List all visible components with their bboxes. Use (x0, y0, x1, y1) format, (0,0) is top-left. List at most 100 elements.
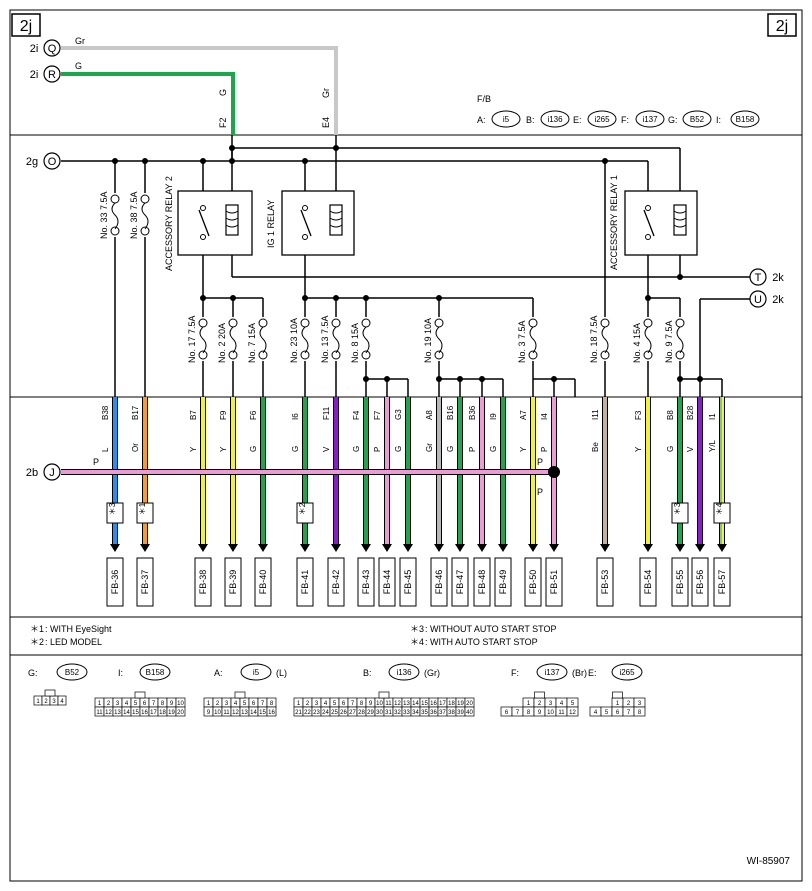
terminal-label: FB-49 (498, 570, 508, 595)
wire-pin-label: F9 (219, 410, 228, 420)
svg-text:: LED MODEL: : LED MODEL (45, 637, 102, 647)
wire-pin-label: F6 (249, 410, 258, 420)
svg-text:(L): (L) (276, 668, 287, 678)
svg-text:8: 8 (638, 710, 642, 716)
fuse-label: No. 17 7.5A (187, 315, 197, 363)
svg-text:1: 1 (36, 699, 40, 705)
fuse: No. 33 7.5A (99, 191, 120, 239)
terminal-label: FB-45 (403, 570, 413, 595)
wire-color-label: G (394, 446, 403, 452)
input-wire-q: Q 2i Gr Gr E4 (30, 36, 338, 135)
fuse-label: No. 9 7.5A (664, 320, 674, 363)
svg-text:9: 9 (369, 701, 373, 707)
svg-text:2j: 2j (20, 18, 32, 35)
svg-text:B158: B158 (736, 115, 755, 124)
svg-text:8: 8 (161, 701, 165, 707)
svg-text:28: 28 (358, 710, 365, 716)
svg-text:11: 11 (558, 710, 565, 716)
svg-text:1: 1 (98, 701, 102, 707)
svg-text:＊4: ＊4 (410, 637, 424, 647)
fuse-label: No. 13 7.5A (320, 315, 330, 363)
svg-text:8: 8 (360, 701, 364, 707)
svg-text:＊1: ＊1 (30, 624, 44, 634)
svg-text:16: 16 (430, 701, 437, 707)
svg-text:26: 26 (340, 710, 347, 716)
wire-color-label: Or (131, 443, 140, 452)
svg-text:4: 4 (560, 701, 564, 707)
terminal-label: FB-39 (228, 570, 238, 595)
svg-text:19: 19 (168, 710, 175, 716)
fuse-label: No. 7 15A (247, 323, 257, 363)
page-tag-left: 2j (11, 13, 41, 37)
output-node-u: U 2k (749, 290, 784, 308)
svg-text:12: 12 (105, 710, 112, 716)
svg-text:18: 18 (448, 701, 455, 707)
svg-text:37: 37 (439, 710, 446, 716)
fuse-label: No. 3 7.5A (517, 320, 527, 363)
figure-code: WI-85907 (747, 856, 791, 867)
svg-text:3: 3 (315, 701, 319, 707)
svg-text:4: 4 (125, 701, 129, 707)
wire-color-label: Y (219, 446, 228, 452)
input-wire-r: R 2i G G F2 (30, 61, 235, 135)
svg-text:i5: i5 (253, 668, 260, 677)
svg-text:R: R (48, 69, 56, 81)
svg-text:10: 10 (214, 710, 221, 716)
svg-text:3: 3 (549, 701, 553, 707)
legend-item: A:i5 (477, 110, 521, 128)
page-tag-right: 2j (767, 13, 797, 37)
wire-color-label: Gr (425, 443, 434, 452)
svg-text:5: 5 (134, 701, 138, 707)
svg-text:10: 10 (376, 701, 383, 707)
terminal-label: FB-55 (675, 570, 685, 595)
svg-text:29: 29 (367, 710, 374, 716)
svg-text:Gr: Gr (75, 36, 85, 46)
svg-text:16: 16 (141, 710, 148, 716)
wire-pin-label: I11 (591, 409, 600, 420)
svg-text:E:: E: (588, 668, 597, 678)
svg-text:E:: E: (573, 115, 582, 125)
wire-note-mark: ＊3 (673, 502, 682, 515)
svg-text:＊3: ＊3 (410, 624, 424, 634)
svg-text:21: 21 (295, 710, 302, 716)
wire-color-label: V (322, 446, 331, 452)
svg-text:2: 2 (306, 701, 310, 707)
svg-text:i265: i265 (594, 115, 610, 124)
svg-text:O: O (48, 156, 57, 168)
terminal-label: FB-46 (434, 570, 444, 595)
output-wire: G3G FB-45 (394, 397, 417, 607)
svg-text:40: 40 (466, 710, 473, 716)
svg-text:6: 6 (143, 701, 147, 707)
svg-text:B158: B158 (146, 668, 165, 677)
wire-pin-label: G3 (394, 409, 403, 420)
svg-text:ACCESSORY RELAY 2: ACCESSORY RELAY 2 (164, 176, 174, 271)
svg-text:2: 2 (44, 699, 48, 705)
svg-text:38: 38 (448, 710, 455, 716)
svg-text:E4: E4 (321, 117, 331, 128)
terminal-label: FB-51 (549, 570, 559, 595)
svg-text:3: 3 (116, 701, 120, 707)
svg-text:9: 9 (207, 710, 211, 716)
output-wire: F3Y FB-54 (634, 397, 657, 607)
wire-color-label: Y (634, 446, 643, 452)
wire-note-mark: ＊1 (138, 502, 147, 515)
svg-text:A:: A: (214, 668, 223, 678)
terminal-label: FB-41 (300, 570, 310, 595)
power-input-node-o: O 2g (26, 152, 61, 170)
terminal-label: FB-50 (528, 570, 538, 595)
wire-pin-label: F3 (634, 410, 643, 420)
fuse-label: No. 2 20A (217, 323, 227, 363)
svg-text:39: 39 (457, 710, 464, 716)
wire-pin-label: I4 (540, 413, 549, 420)
fuse: No. 3 7.5A (517, 317, 538, 363)
terminal-label: FB-54 (643, 570, 653, 595)
svg-text:7: 7 (152, 701, 156, 707)
svg-text:G:: G: (668, 115, 678, 125)
svg-text:2k: 2k (772, 272, 784, 284)
wire-color-label: P (540, 447, 549, 452)
wire-color-label: P (373, 447, 382, 452)
